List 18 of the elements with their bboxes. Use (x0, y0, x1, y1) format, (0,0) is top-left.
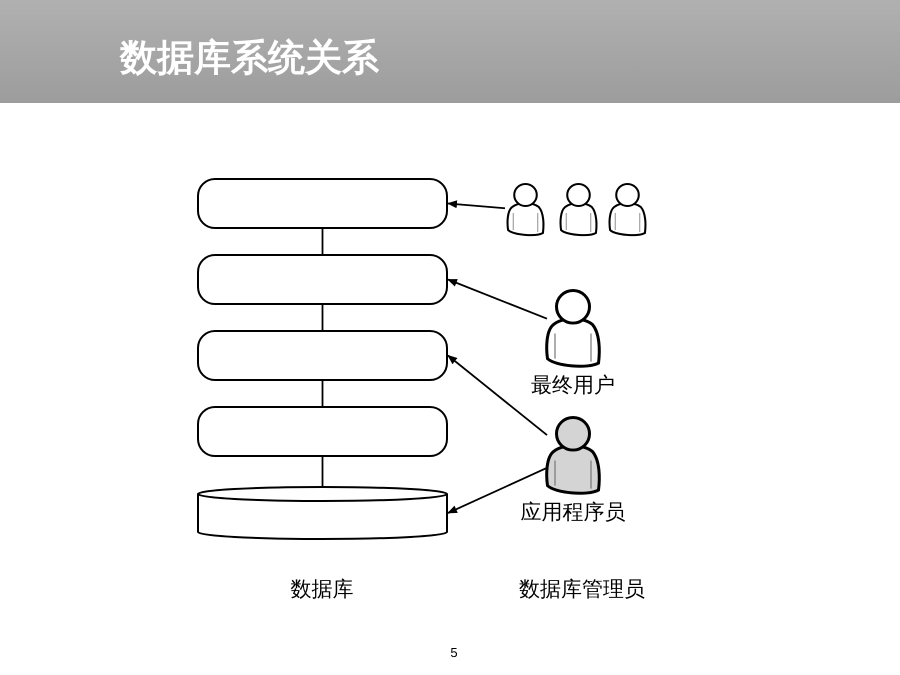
arrow (447, 278, 548, 320)
arrow (447, 467, 548, 514)
connector-line (322, 229, 324, 254)
arrow (447, 354, 548, 436)
caption-label: 数据库 (290, 576, 354, 603)
layer-box (197, 254, 448, 305)
page-number: 5 (450, 645, 458, 660)
connector-line (322, 457, 324, 486)
layer-box (197, 406, 448, 457)
layer-box (197, 178, 448, 229)
person-label: 最终用户 (530, 372, 616, 399)
slide-title: 数据库系统关系 (120, 35, 379, 81)
caption-label: 数据库管理员 (519, 576, 645, 603)
person-label: 应用程序员 (520, 499, 626, 526)
layer-box (197, 330, 448, 381)
connector-line (322, 305, 324, 330)
connector-line (322, 381, 324, 406)
arrow (447, 200, 506, 210)
